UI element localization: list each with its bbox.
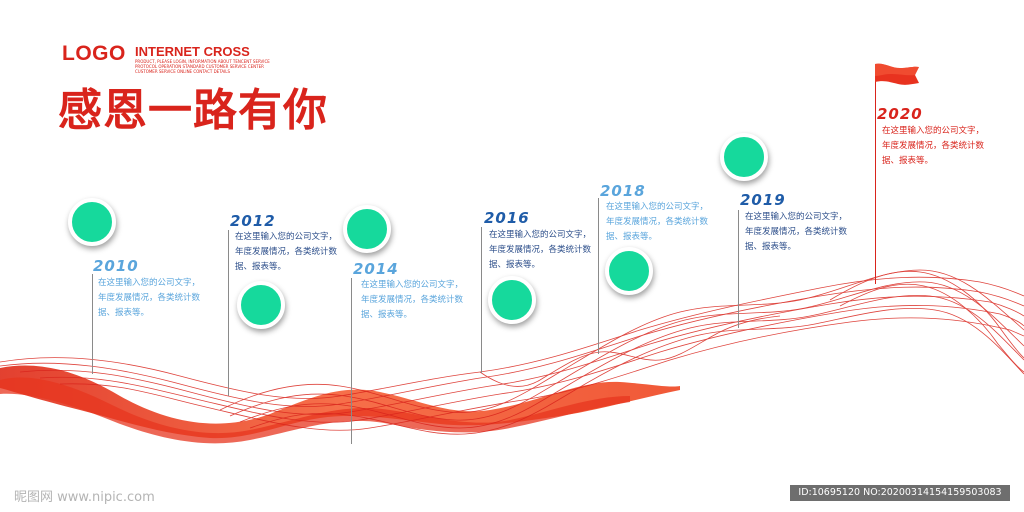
year-2012: 2012 — [230, 212, 276, 230]
milestone-stem-2016 — [481, 227, 482, 373]
page-title: 感恩一路有你 — [58, 85, 328, 136]
desc-2019: 在这里输入您的公司文字，年度发展情况，各类统计数据、报表等。 — [745, 212, 848, 252]
milestone-stem-2020 — [875, 76, 876, 284]
milestone-dot-2019 — [720, 133, 768, 181]
milestone-dot-2016 — [488, 276, 536, 324]
milestone-stem-2019 — [738, 210, 739, 328]
solid-ribbon — [0, 365, 680, 444]
desc-2010: 在这里输入您的公司文字，年度发展情况，各类统计数据、报表等。 — [98, 278, 201, 318]
milestone-stem-2012 — [228, 230, 229, 396]
year-2019: 2019 — [740, 191, 786, 209]
desc-2014: 在这里输入您的公司文字，年度发展情况，各类统计数据、报表等。 — [361, 280, 464, 320]
milestone-stem-2014 — [351, 278, 352, 444]
year-2020: 2020 — [877, 105, 923, 123]
brand-tagline: PRODUCT, PLEASE LOGIN, INFORMATION ABOUT… — [135, 59, 270, 74]
milestone-stem-2018 — [598, 198, 599, 354]
year-2018: 2018 — [600, 182, 646, 200]
line-ribbon — [0, 269, 1024, 435]
year-2010: 2010 — [93, 257, 139, 275]
desc-2020: 在这里输入您的公司文字，年度发展情况，各类统计数据、报表等。 — [882, 126, 985, 166]
watermark-id: ID:10695120 NO:20200314154159503083 — [790, 485, 1010, 501]
brand-name: INTERNET CROSS — [135, 44, 250, 59]
milestone-dot-2014 — [343, 205, 391, 253]
milestone-dot-2018 — [605, 247, 653, 295]
year-2014: 2014 — [353, 260, 399, 278]
desc-2016: 在这里输入您的公司文字，年度发展情况，各类统计数据、报表等。 — [489, 230, 592, 270]
flag-icon — [875, 63, 919, 85]
logo: LOGO — [62, 42, 126, 65]
milestone-stem-2010 — [92, 274, 93, 374]
milestone-dot-2012 — [237, 281, 285, 329]
desc-2012: 在这里输入您的公司文字，年度发展情况，各类统计数据、报表等。 — [235, 232, 338, 272]
year-2016: 2016 — [484, 209, 530, 227]
desc-2018: 在这里输入您的公司文字，年度发展情况，各类统计数据、报表等。 — [606, 202, 709, 242]
milestone-dot-2010 — [68, 198, 116, 246]
watermark-site: 昵图网 www.nipic.com — [14, 490, 155, 505]
